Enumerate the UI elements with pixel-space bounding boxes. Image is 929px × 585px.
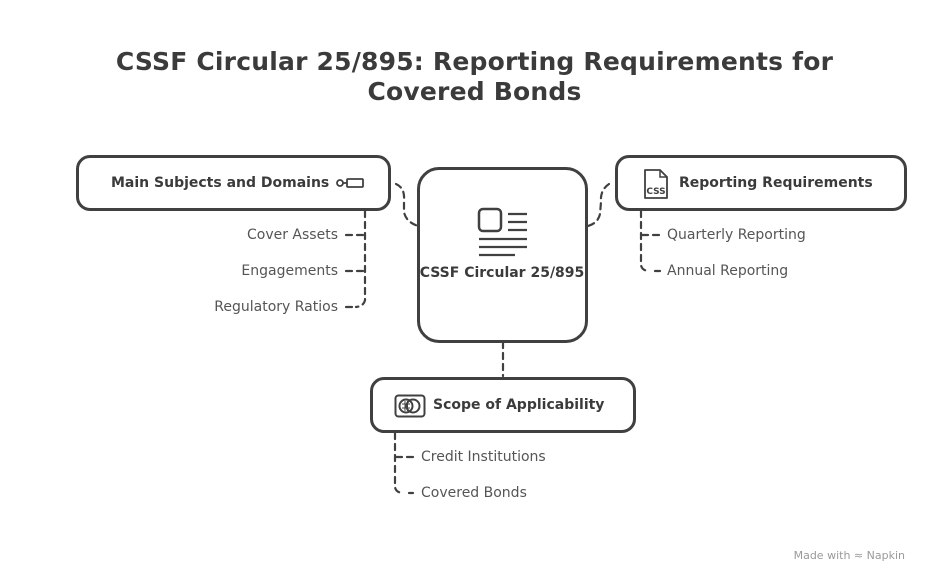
connector-center-to-main xyxy=(394,182,420,228)
credit-card-icon xyxy=(394,394,426,418)
node-scope-label: Scope of Applicability xyxy=(433,397,605,413)
connector-main-children xyxy=(354,209,367,309)
napkin-watermark: Made with ≈ Napkin xyxy=(794,549,905,562)
connector-reporting-children xyxy=(639,209,652,273)
css-file-icon: CSS xyxy=(644,169,668,199)
diagram-title: CSSF Circular 25/895: Reporting Requirem… xyxy=(115,47,834,106)
node-center-label: CSSF Circular 25/895 xyxy=(419,265,585,281)
napkin-logo-icon: ≈ xyxy=(853,549,864,562)
node-scope[interactable] xyxy=(370,377,636,433)
leaf-annual-reporting: Annual Reporting xyxy=(667,263,789,279)
napkin-brand-text: Napkin xyxy=(866,549,905,562)
leaf-credit-institutions: Credit Institutions xyxy=(421,449,546,465)
document-icon xyxy=(477,207,527,257)
leaf-covered-bonds: Covered Bonds xyxy=(421,485,527,501)
connector-center-to-reporting xyxy=(586,182,611,228)
node-reporting[interactable] xyxy=(615,155,907,211)
node-reporting-label: Reporting Requirements xyxy=(679,175,873,191)
leaf-engagements: Engagements xyxy=(241,263,338,279)
leaf-cover-assets: Cover Assets xyxy=(246,227,338,243)
svg-text:CSS: CSS xyxy=(646,187,665,197)
leaf-regulatory-ratios: Regulatory Ratios xyxy=(214,299,338,315)
node-main-subjects[interactable] xyxy=(76,155,391,211)
key-icon xyxy=(336,178,364,188)
connector-scope-children xyxy=(393,431,406,495)
made-with-text: Made with xyxy=(793,549,851,562)
leaf-quarterly-reporting: Quarterly Reporting xyxy=(667,227,806,243)
node-main-subjects-label: Main Subjects and Domains xyxy=(111,175,330,191)
